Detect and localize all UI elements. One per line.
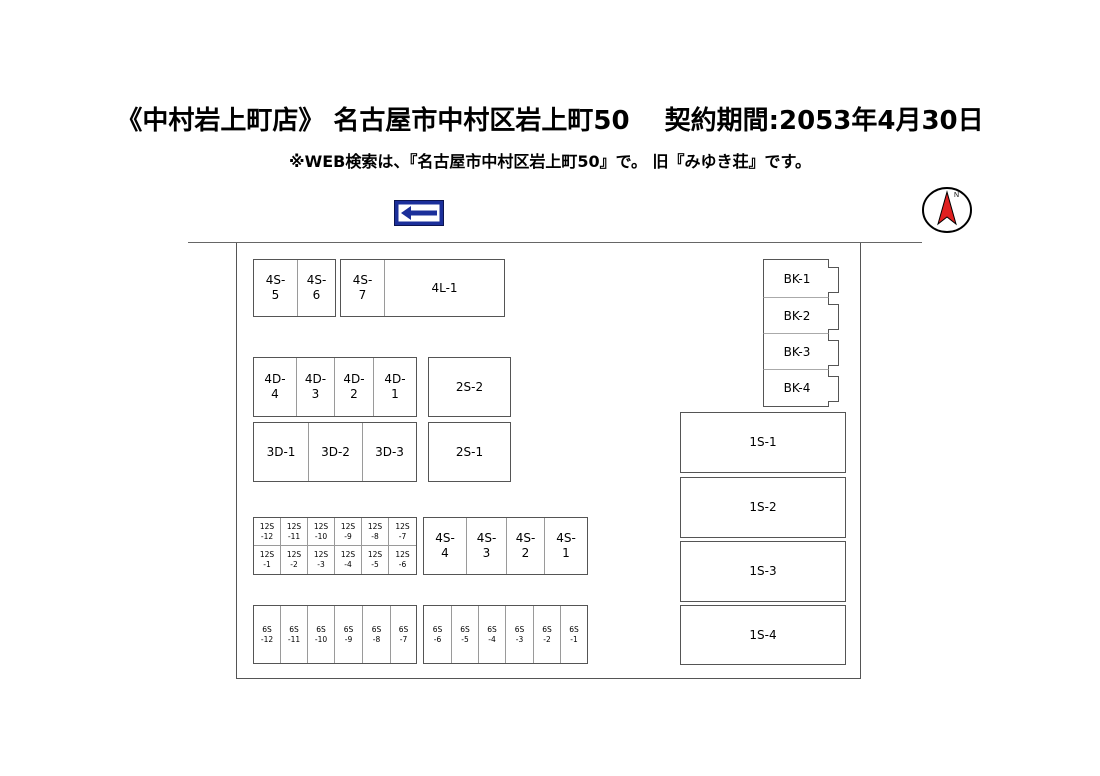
- unit-6s-3[interactable]: 6S -3: [506, 606, 534, 663]
- unit-6s-6[interactable]: 6S -6: [424, 606, 452, 663]
- unit-1s-1[interactable]: 1S-1: [749, 435, 777, 449]
- unit-bk-2[interactable]: BK-2: [783, 308, 811, 323]
- unit-block-12s: 12S -12 12S -11 12S -10 12S -9 12S -8 12…: [253, 517, 417, 575]
- unit-block-3d: 3D-1 3D-2 3D-3: [253, 422, 417, 482]
- unit-4s-2[interactable]: 4S- 2: [507, 518, 545, 574]
- unit-bk-2-row: BK-2: [763, 297, 839, 332]
- unit-6s-10[interactable]: 6S -10: [308, 606, 335, 663]
- unit-block-1s-1: 1S-1: [680, 412, 846, 473]
- unit-4s-6[interactable]: 4S- 6: [306, 273, 327, 302]
- unit-6s-4[interactable]: 6S -4: [479, 606, 506, 663]
- unit-bk-4-row: BK-4: [763, 369, 839, 404]
- unit-6s-8[interactable]: 6S -8: [363, 606, 391, 663]
- unit-6s-7[interactable]: 6S -7: [398, 624, 409, 644]
- road-line: [188, 242, 922, 243]
- unit-12s-1[interactable]: 12S -1: [254, 546, 281, 574]
- unit-bk-3-row: BK-3: [763, 333, 839, 368]
- unit-2s-1[interactable]: 2S-1: [455, 444, 484, 459]
- unit-4d-3[interactable]: 4D- 3: [297, 358, 335, 416]
- unit-4s-3[interactable]: 4S- 3: [467, 518, 507, 574]
- bk-1-tab: [828, 267, 839, 293]
- unit-12s-2[interactable]: 12S -2: [281, 546, 308, 574]
- north-arrow-icon: N: [922, 187, 972, 233]
- unit-3d-3[interactable]: 3D-3: [375, 444, 404, 459]
- unit-bk-1[interactable]: BK-1: [783, 271, 811, 286]
- unit-6s-12[interactable]: 6S -12: [254, 606, 281, 663]
- north-label: N: [954, 192, 959, 199]
- unit-4d-2[interactable]: 4D- 2: [335, 358, 374, 416]
- bk-2-tab: [828, 304, 839, 330]
- left-arrow-icon: [398, 204, 440, 222]
- unit-12s-10[interactable]: 12S -10: [308, 518, 335, 546]
- unit-4l-1[interactable]: 4L-1: [431, 280, 458, 295]
- unit-6s-2[interactable]: 6S -2: [534, 606, 561, 663]
- unit-4d-4[interactable]: 4D- 4: [254, 358, 297, 416]
- unit-12s-3[interactable]: 12S -3: [308, 546, 335, 574]
- unit-block-2s-1: 2S-1: [428, 422, 511, 482]
- unit-12s-4[interactable]: 12S -4: [335, 546, 362, 574]
- unit-6s-9[interactable]: 6S -9: [335, 606, 363, 663]
- unit-block-4d: 4D- 4 4D- 3 4D- 2 4D- 1: [253, 357, 417, 417]
- unit-3d-1[interactable]: 3D-1: [254, 423, 309, 481]
- unit-block-4s-bottom: 4S- 4 4S- 3 4S- 2 4S- 1: [423, 517, 588, 575]
- unit-6s-5[interactable]: 6S -5: [452, 606, 479, 663]
- unit-block-6s-left: 6S -12 6S -11 6S -10 6S -9 6S -8 6S -7: [253, 605, 417, 664]
- unit-3d-2[interactable]: 3D-2: [309, 423, 363, 481]
- unit-12s-5[interactable]: 12S -5: [362, 546, 389, 574]
- unit-12s-6[interactable]: 12S -6: [395, 550, 410, 569]
- unit-12s-11[interactable]: 12S -11: [281, 518, 308, 546]
- unit-4s-5[interactable]: 4S- 5: [254, 260, 298, 316]
- unit-bk-3[interactable]: BK-3: [783, 344, 811, 359]
- unit-1s-2[interactable]: 1S-2: [749, 500, 777, 514]
- unit-12s-7[interactable]: 12S -7: [389, 518, 416, 546]
- unit-6s-1[interactable]: 6S -1: [569, 624, 579, 644]
- lot-boundary: [236, 243, 861, 679]
- page-title: 《中村岩上町店》 名古屋市中村区岩上町50 契約期間:2053年4月30日: [116, 106, 984, 136]
- north-compass: N: [921, 186, 973, 234]
- unit-12s-12[interactable]: 12S -12: [254, 518, 281, 546]
- bk-3-tab: [828, 340, 839, 366]
- unit-block-2s-2: 2S-2: [428, 357, 511, 417]
- one-way-arrow-sign: [394, 200, 444, 226]
- unit-block-1s-4: 1S-4: [680, 605, 846, 665]
- unit-bk-1-row: BK-1: [763, 261, 839, 296]
- unit-block-1s-3: 1S-3: [680, 541, 846, 602]
- unit-4s-1[interactable]: 4S- 1: [556, 531, 576, 560]
- unit-12s-9[interactable]: 12S -9: [335, 518, 362, 546]
- unit-4s-7[interactable]: 4S- 7: [341, 260, 385, 316]
- unit-4s-4[interactable]: 4S- 4: [424, 518, 467, 574]
- unit-2s-2[interactable]: 2S-2: [455, 379, 484, 394]
- unit-block-1s-2: 1S-2: [680, 477, 846, 538]
- unit-4d-1[interactable]: 4D- 1: [384, 372, 406, 401]
- unit-bk-4[interactable]: BK-4: [783, 380, 811, 395]
- bk-4-tab: [828, 376, 839, 402]
- unit-1s-3[interactable]: 1S-3: [749, 564, 777, 578]
- unit-6s-11[interactable]: 6S -11: [281, 606, 308, 663]
- unit-12s-8[interactable]: 12S -8: [362, 518, 389, 546]
- unit-block-4s-left: 4S- 5 4S- 6: [253, 259, 336, 317]
- unit-block-6s-right: 6S -6 6S -5 6S -4 6S -3 6S -2 6S -1: [423, 605, 588, 664]
- unit-block-4s-7-4l-1: 4S- 7 4L-1: [340, 259, 505, 317]
- search-note: ※WEB検索は、『名古屋市中村区岩上町50』で。 旧『みゆき荘』です。: [289, 152, 811, 171]
- unit-1s-4[interactable]: 1S-4: [749, 627, 777, 642]
